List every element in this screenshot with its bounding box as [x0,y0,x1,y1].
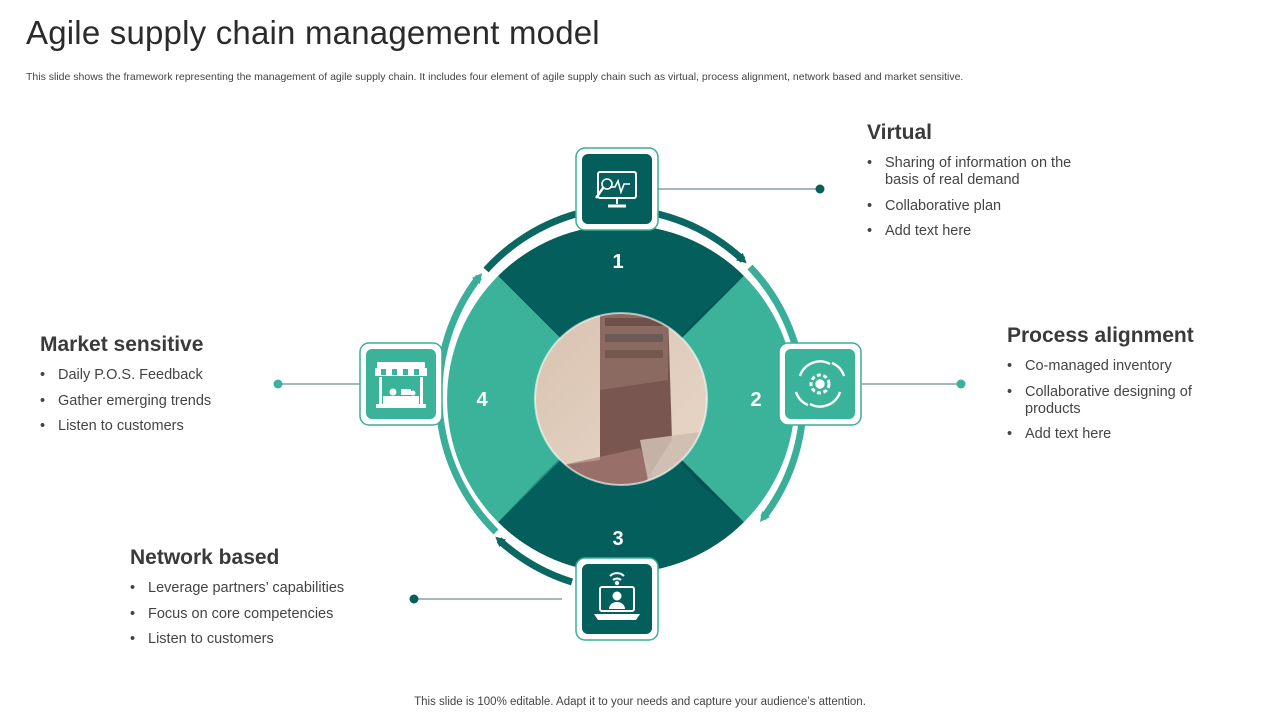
segment-number-3: 3 [612,528,623,550]
laptop-user-wifi-icon [594,572,640,620]
connector-dot-virtual [815,184,825,194]
list-item: Listen to customers [130,631,390,648]
list-item: Daily P.O.S. Feedback [40,367,280,384]
block-process-list: Co-managed inventory Collaborative desig… [1007,358,1217,443]
list-item: Gather emerging trends [40,393,280,410]
list-item: Sharing of information on the basis of r… [867,155,1097,189]
list-item: Co-managed inventory [1007,358,1217,375]
center-ship-image [535,313,707,485]
gear-cycle-icon [794,360,846,408]
list-item: Add text here [1007,426,1217,443]
icon-tile-virtual [575,147,659,231]
page-subtitle: This slide shows the framework represent… [26,71,964,83]
icon-tile-market [359,342,443,426]
connector-dot-network [409,594,419,604]
block-process-alignment: Process alignment Co-managed inventory C… [1007,324,1217,452]
list-item: Listen to customers [40,418,280,435]
block-network-title: Network based [130,546,280,569]
segment-number-2: 2 [750,389,761,411]
list-item: Leverage partners’ capabilities [130,580,390,597]
list-item: Collaborative designing of products [1007,384,1217,418]
block-market-title: Market sensitive [40,333,204,356]
block-virtual-list: Sharing of information on the basis of r… [867,155,1097,240]
block-market-sensitive: Market sensitive Daily P.O.S. Feedback G… [40,333,280,444]
block-virtual: Virtual Sharing of information on the ba… [867,121,1097,249]
monitor-analytics-icon [595,171,637,208]
list-item: Focus on core competencies [130,606,390,623]
block-process-title: Process alignment [1007,324,1194,347]
connector-dot-process [956,379,966,389]
segment-number-1: 1 [612,251,623,273]
icon-tile-network [575,557,659,641]
segment-number-4: 4 [476,389,488,411]
footer-note: This slide is 100% editable. Adapt it to… [414,696,866,708]
icon-tile-process [778,342,862,426]
block-market-list: Daily P.O.S. Feedback Gather emerging tr… [40,367,280,435]
block-network-list: Leverage partners’ capabilities Focus on… [130,580,390,648]
block-virtual-title: Virtual [867,121,932,144]
block-network-based: Network based Leverage partners’ capabil… [130,546,390,657]
connectors [273,184,966,604]
storefront-icon [375,362,427,408]
list-item: Add text here [867,223,1097,240]
page-title: Agile supply chain management model [26,14,600,51]
list-item: Collaborative plan [867,198,1097,215]
